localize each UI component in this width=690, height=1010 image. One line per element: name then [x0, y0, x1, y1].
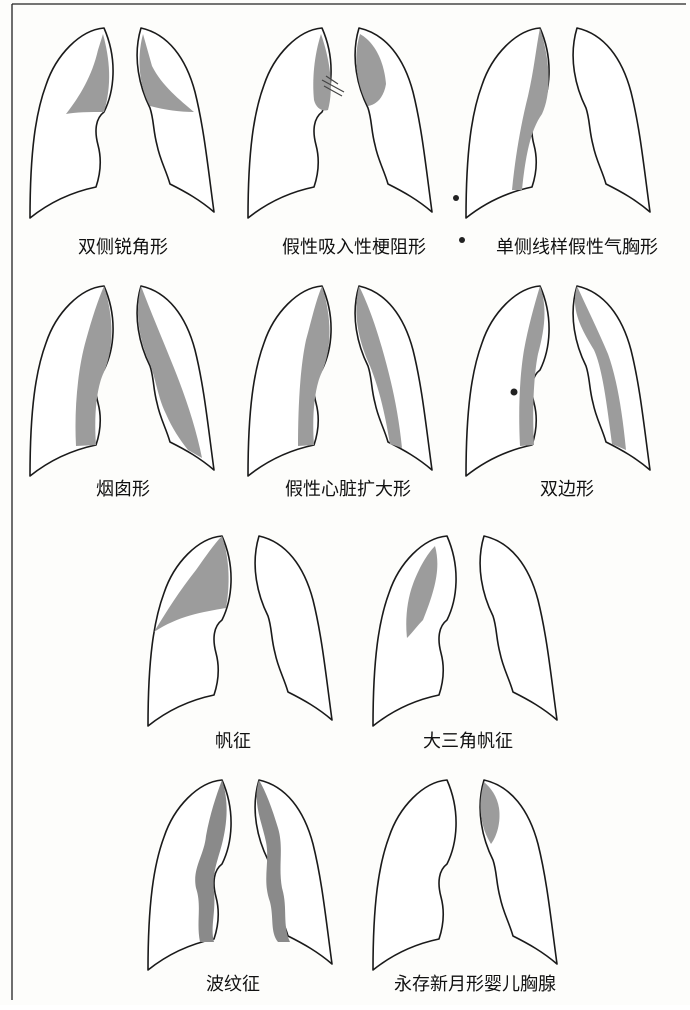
right-lung-outline: [255, 536, 332, 720]
panel-label: 帆征: [215, 733, 251, 751]
panel-label: 永存新月形婴儿胸腺: [394, 976, 556, 994]
panel-label: 大三角帆征: [423, 733, 513, 751]
panel-unilateral-linear-pseudopneumothorax: [466, 28, 650, 218]
print-speck: [453, 195, 459, 201]
left-lung-outline: [373, 780, 456, 970]
panel-label: 双边形: [540, 481, 594, 499]
right-lung-outline: [480, 536, 557, 720]
panel-pseudo-cardiomegaly: [248, 286, 432, 476]
panel-label: 假性吸入性梗阻形: [282, 239, 426, 257]
right-lung-outline: [573, 28, 650, 212]
panel-label: 双侧锐角形: [78, 239, 168, 257]
panel-pseudo-aspiration: [248, 28, 432, 218]
panel-label: 波纹征: [206, 976, 260, 994]
panel-double-border: [466, 286, 650, 476]
print-speck: [459, 237, 465, 243]
film-artifact-dot: [511, 389, 518, 396]
panel-bilateral-acute-angle: [30, 28, 214, 218]
panel-label: 烟囱形: [96, 481, 150, 499]
panel-wave-sign: [148, 780, 332, 970]
panel-chimney: [30, 286, 214, 476]
panel-label: 假性心脏扩大形: [285, 481, 411, 499]
panel-label: 单侧线样假性气胸形: [496, 239, 658, 257]
panel-large-triangle-sail-sign: [373, 536, 557, 726]
left-lung-outline: [373, 536, 456, 726]
panel-sail-sign: [148, 536, 332, 726]
panel-persistent-crescent-thymus: [373, 780, 557, 970]
